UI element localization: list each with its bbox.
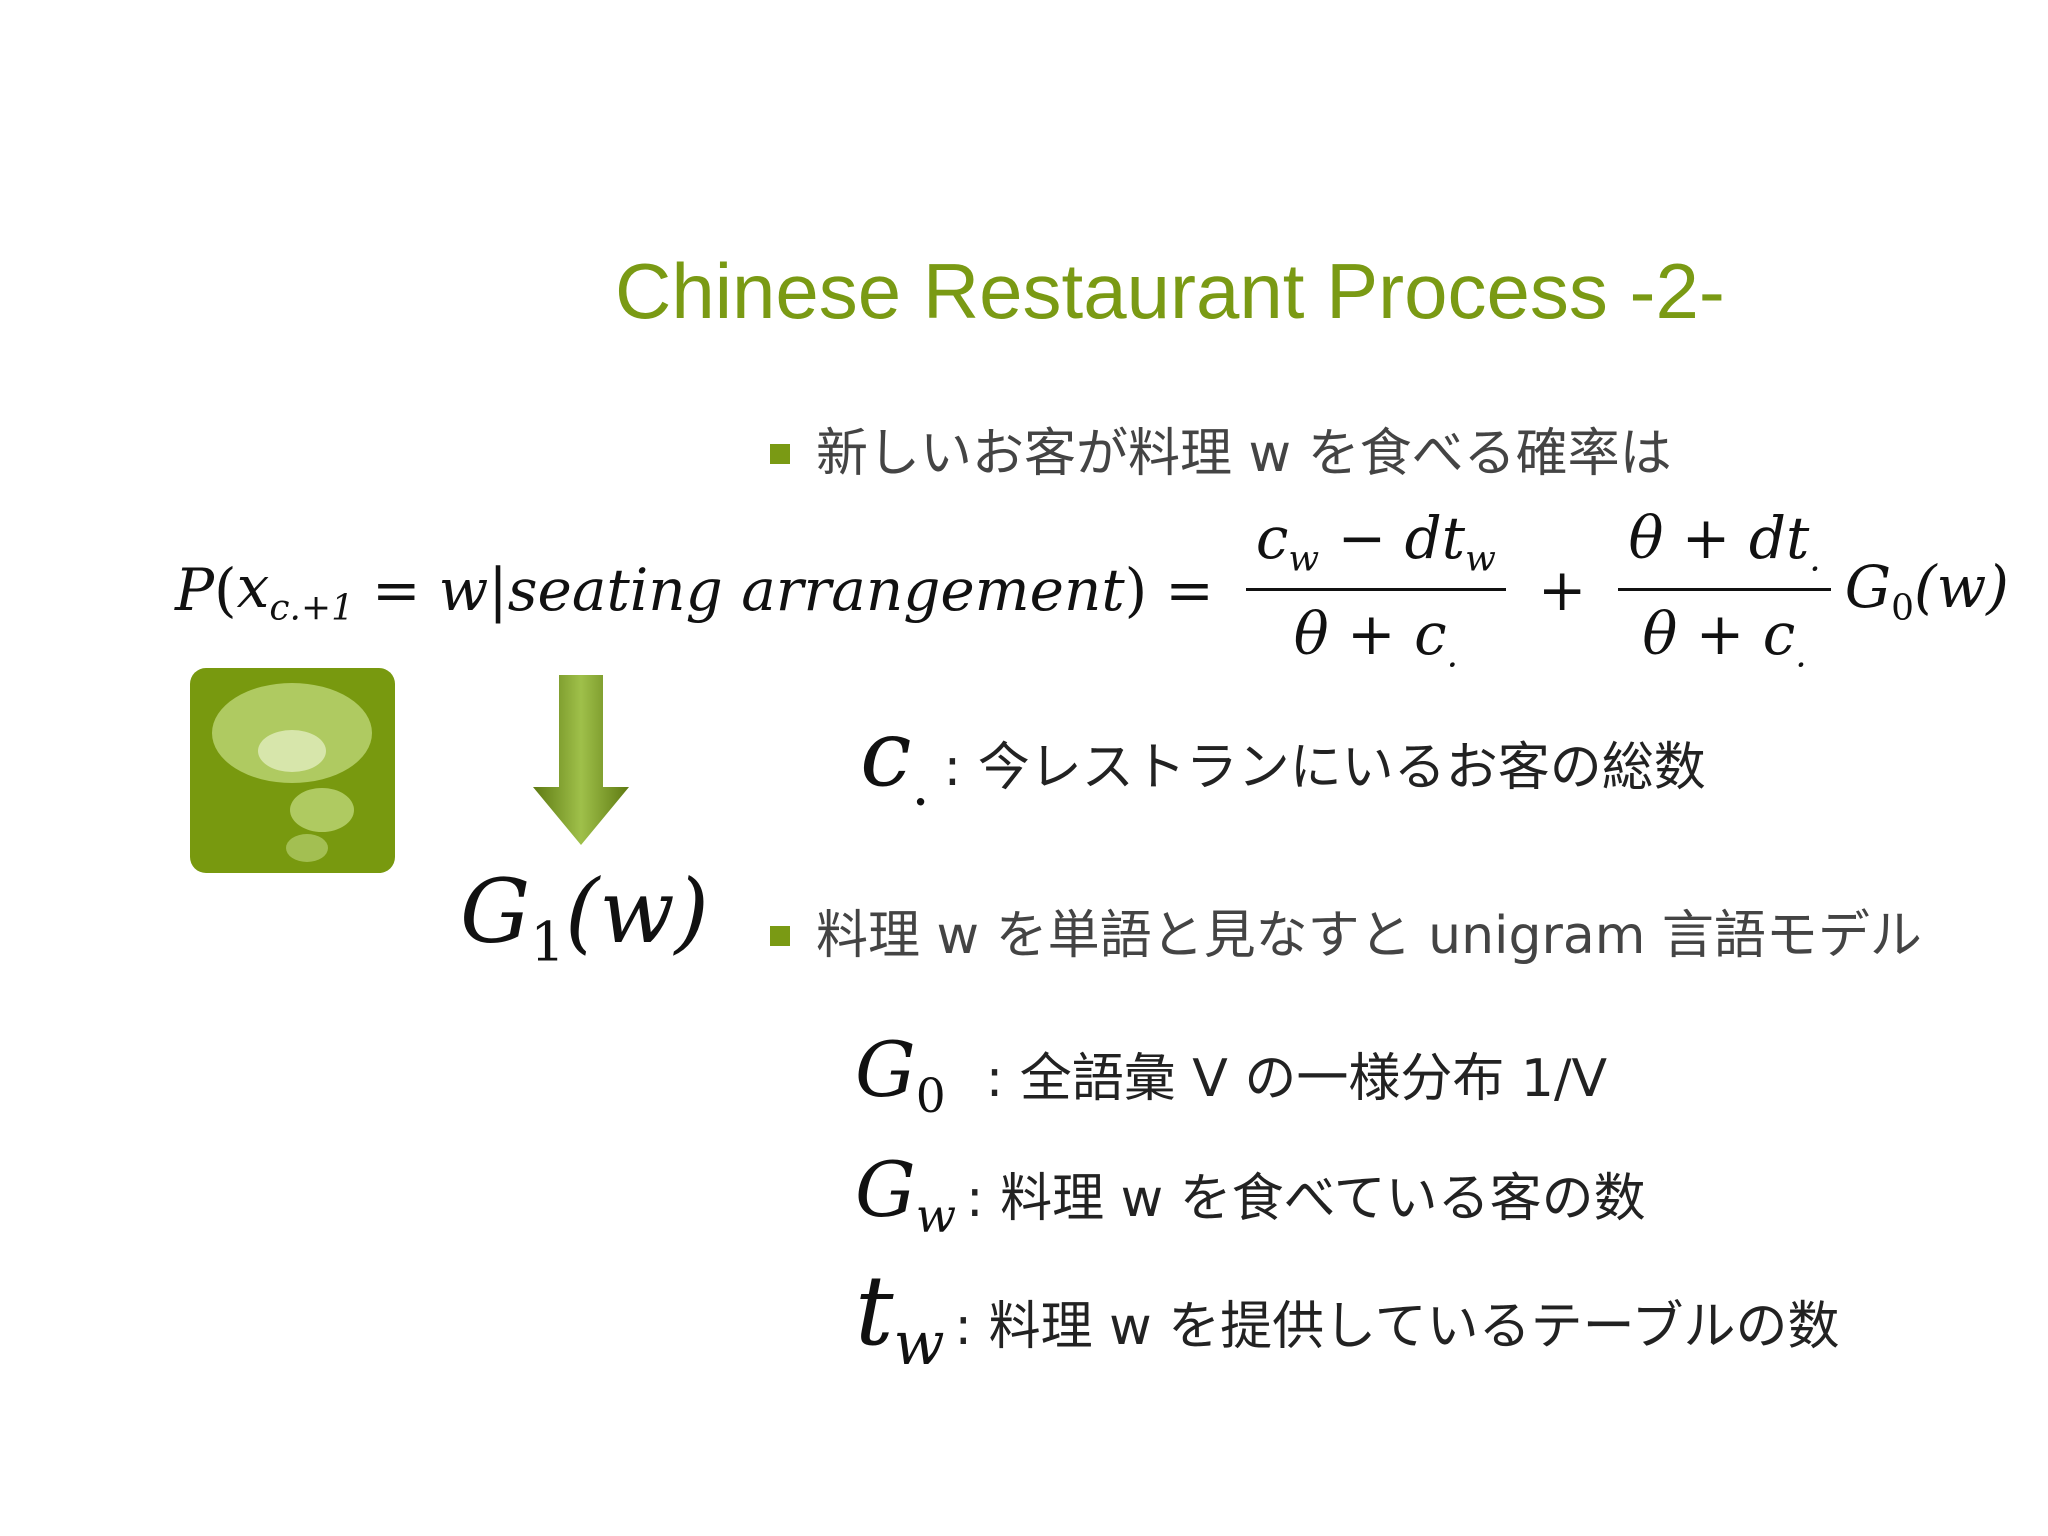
frac2-num-text: θ + dt <box>1628 504 1810 572</box>
formula-g0-symbol: G <box>1844 552 1892 621</box>
definition-g0-sub: 0 <box>915 1069 946 1125</box>
formula-inner-eq: = <box>371 556 421 625</box>
formula-eq: = <box>1165 556 1214 625</box>
bullet-1-text: 新しいお客が料理 w を食べる確率は <box>816 424 1672 484</box>
fraction-2-denominator: θ + c. <box>1632 591 1816 676</box>
frac2-den-text: θ + c <box>1642 599 1796 668</box>
formula-x: xc.+1 <box>237 553 354 629</box>
down-arrow-icon <box>533 675 629 845</box>
formula-g0-sub: 0 <box>1891 587 1914 629</box>
frac1-c-sub: w <box>1288 538 1320 580</box>
definition-c-sub: . <box>911 752 930 819</box>
formula-open-paren: ( <box>214 556 237 625</box>
definition-g0-letter: G <box>855 1025 916 1114</box>
frac1-den-text: θ + c <box>1293 599 1447 668</box>
probability-formula: P ( xc.+1 = w | seating arrangement ) = … <box>175 505 2009 676</box>
definition-c-symbol: c. <box>860 700 930 818</box>
bullet-2: 料理 w を単語と見なすと unigram 言語モデル <box>770 910 1922 962</box>
g1-sub: 1 <box>530 909 566 974</box>
definition-tw-symbol: tw <box>855 1255 945 1379</box>
bullet-1: 新しいお客が料理 w を食べる確率は <box>770 428 1672 480</box>
frac1-c: c <box>1255 504 1289 572</box>
definition-gw-symbol: Gw <box>855 1145 956 1244</box>
definition-tw: tw : 料理 w を提供しているテーブルの数 <box>855 1255 1840 1379</box>
g1-arg: (w) <box>565 860 710 963</box>
bullet-square-icon <box>770 444 790 464</box>
definition-gw-sub: w <box>915 1189 957 1245</box>
formula-x-symbol: x <box>236 552 270 621</box>
frac1-minus-dt: − dt <box>1319 504 1466 572</box>
g1-symbol: G <box>460 860 531 963</box>
slide-title: Chinese Restaurant Process -2- <box>615 247 1725 335</box>
fraction-2: θ + dt. θ + c. <box>1618 504 1831 676</box>
definition-gw-text: : 料理 w を食べている客の数 <box>966 1169 1646 1229</box>
definition-tw-text: : 料理 w を提供しているテーブルの数 <box>954 1297 1840 1357</box>
fraction-1-numerator: cw − dtw <box>1245 504 1506 591</box>
frac2-den-sub: . <box>1795 634 1807 676</box>
definition-c-text: : 今レストランにいるお客の総数 <box>943 738 1706 798</box>
frac1-den-sub: . <box>1446 634 1459 676</box>
definition-g0: G0 : 全語彙 V の一様分布 1/V <box>855 1025 1607 1124</box>
bullet-2-text: 料理 w を単語と見なすと unigram 言語モデル <box>816 906 1922 966</box>
definition-c: c. : 今レストランにいるお客の総数 <box>860 700 1706 818</box>
bullet-square-icon <box>770 926 790 946</box>
fraction-1-denominator: θ + c. <box>1284 591 1468 676</box>
formula-condition: seating arrangement <box>507 556 1125 625</box>
formula-x-sub: c.+1 <box>269 587 354 629</box>
formula-bar: | <box>488 556 508 625</box>
fraction-1: cw − dtw θ + c. <box>1245 504 1506 676</box>
thought-bubble-icon <box>190 668 395 873</box>
frac1-t-sub: w <box>1465 538 1496 580</box>
definition-tw-sub: w <box>893 1310 945 1380</box>
formula-plus: + <box>1537 556 1587 625</box>
definition-gw-letter: G <box>855 1145 916 1234</box>
formula-w: w <box>438 556 489 625</box>
formula-g0: G0(w) <box>1845 553 2009 629</box>
g1-label: G1(w) <box>460 860 709 974</box>
formula-g0-arg: (w) <box>1913 552 2009 621</box>
definition-g0-symbol: G0 <box>855 1025 946 1124</box>
definition-g0-text: : 全語彙 V の一様分布 1/V <box>985 1049 1608 1109</box>
fraction-2-numerator: θ + dt. <box>1618 504 1831 591</box>
definition-tw-letter: t <box>855 1255 894 1367</box>
frac2-num-sub: . <box>1809 538 1821 580</box>
definition-gw: Gw : 料理 w を食べている客の数 <box>855 1145 1646 1244</box>
formula-p: P <box>175 556 215 625</box>
formula-close-paren: ) <box>1124 556 1148 625</box>
definition-c-letter: c <box>860 700 912 807</box>
